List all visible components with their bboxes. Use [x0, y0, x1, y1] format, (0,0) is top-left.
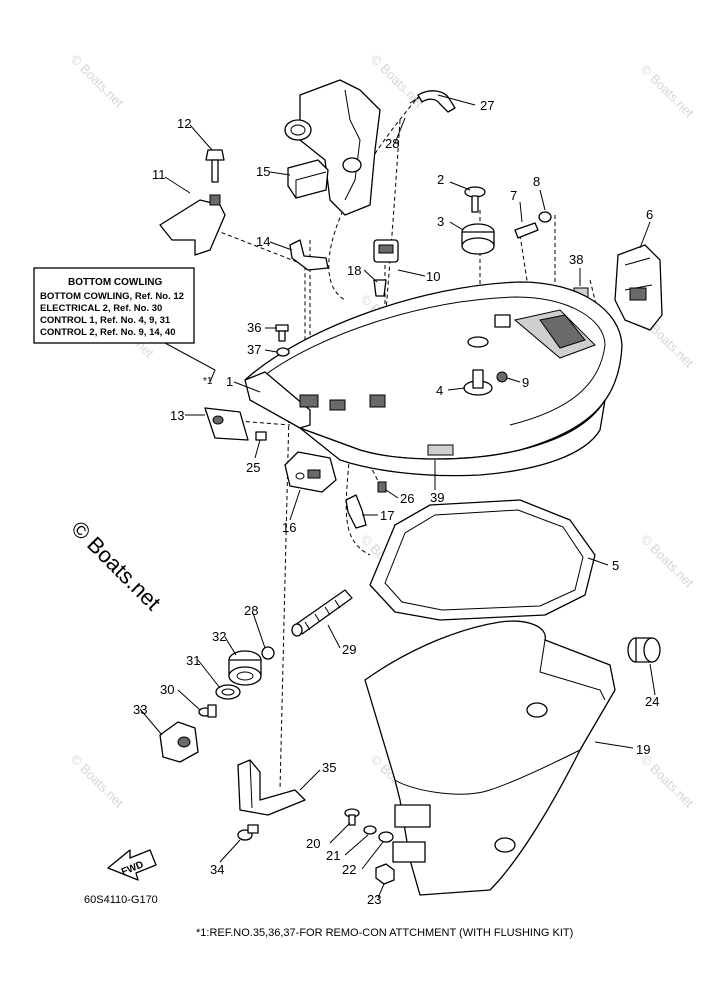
watermark-large: © Boats.net — [66, 516, 165, 615]
part-number: 8 — [533, 174, 540, 189]
part-32 — [228, 650, 262, 686]
part-number: 22 — [342, 862, 356, 877]
part-number: 34 — [210, 862, 224, 877]
part-number: 27 — [480, 98, 494, 113]
part-25 — [255, 431, 267, 441]
part-number: 33 — [133, 702, 147, 717]
part-number: 35 — [322, 760, 336, 775]
footnote: *1:REF.NO.35,36,37-FOR REMO-CON ATTCHMEN… — [196, 927, 573, 939]
diagram-code: 60S4110-G170 — [84, 894, 158, 906]
part-number: 2 — [437, 172, 444, 187]
watermark: © Boats.net — [638, 62, 697, 121]
part-number: 17 — [380, 508, 394, 523]
part-number: 16 — [282, 520, 296, 535]
part-5-gasket — [369, 499, 596, 621]
watermark: © Boats.net — [68, 52, 127, 111]
part-22 — [378, 831, 394, 843]
part-10-grommet — [373, 239, 399, 263]
part-number: 13 — [170, 408, 184, 423]
part-24 — [627, 637, 661, 663]
info-box-line: ELECTRICAL 2, Ref. No. 30 — [40, 303, 162, 314]
part-number: 24 — [645, 694, 659, 709]
part-29-cable — [291, 589, 353, 637]
part-number: 3 — [437, 214, 444, 229]
part-9 — [496, 371, 508, 383]
part-number: 18 — [347, 263, 361, 278]
part-number: 25 — [246, 460, 260, 475]
part-number: 7 — [510, 188, 517, 203]
parts-36-37 — [275, 324, 290, 357]
part-number: 20 — [306, 836, 320, 851]
part-number: 1 — [226, 374, 233, 389]
part-number: 14 — [256, 234, 270, 249]
part-number: 21 — [326, 848, 340, 863]
part-number-labels: 12 11 15 14 27 28 2 3 7 8 6 38 10 18 36 … — [133, 98, 659, 907]
part-28-clip — [261, 646, 275, 660]
part-number: 31 — [186, 653, 200, 668]
part-number: 6 — [646, 207, 653, 222]
part-number: 36 — [247, 320, 261, 335]
info-box-line: CONTROL 1, Ref. No. 4, 9, 31 — [40, 315, 171, 326]
part-23 — [375, 863, 395, 885]
part-number: 19 — [636, 742, 650, 757]
watermark: © Boats.net — [68, 752, 127, 811]
part-34 — [237, 824, 259, 841]
part-18 — [373, 279, 387, 297]
info-box-line: BOTTOM COWLING, Ref. No. 12 — [40, 291, 184, 302]
part-14-bracket — [289, 239, 329, 271]
part-35-bracket — [237, 759, 306, 816]
part-33 — [159, 721, 199, 763]
parts-2-3 — [461, 186, 495, 255]
leader-lines — [139, 94, 656, 899]
part-number: 38 — [569, 252, 583, 267]
part-26 — [377, 481, 387, 493]
part-12-bolt — [205, 149, 225, 183]
part-number: 28 — [385, 136, 399, 151]
parts-7-8 — [514, 211, 552, 239]
hose-27 — [409, 90, 456, 113]
info-box: BOTTOM COWLING BOTTOM COWLING, Ref. No. … — [33, 267, 216, 387]
part-number: 28 — [244, 603, 258, 618]
part-number: 5 — [612, 558, 619, 573]
info-box-line: CONTROL 2, Ref. No. 9, 14, 40 — [40, 327, 176, 338]
part-13 — [204, 407, 249, 441]
info-box-title: BOTTOM COWLING — [68, 277, 162, 288]
part-number: 15 — [256, 164, 270, 179]
engine-bracket — [284, 79, 381, 216]
part-16 — [284, 451, 337, 493]
part-number: 39 — [430, 490, 444, 505]
note-mark: *1 — [203, 376, 213, 387]
part-number: 32 — [212, 629, 226, 644]
part-number: 26 — [400, 491, 414, 506]
part-number: 29 — [342, 642, 356, 657]
part-number: 4 — [436, 383, 443, 398]
part-15-block — [287, 159, 329, 199]
part-number: 30 — [160, 682, 174, 697]
part-6 — [614, 244, 663, 331]
part-31 — [215, 684, 241, 700]
part-11-bracket — [159, 194, 226, 256]
part-number: 10 — [426, 269, 440, 284]
part-number: 37 — [247, 342, 261, 357]
bottom-cowling — [244, 281, 623, 477]
watermark: © Boats.net — [638, 532, 697, 591]
watermark: © Boats.net — [638, 752, 697, 811]
part-17 — [345, 494, 367, 529]
fwd-arrow: FWD — [107, 849, 157, 881]
watermark: © Boats.net — [368, 52, 427, 111]
part-20 — [344, 808, 360, 826]
part-number: 23 — [367, 892, 381, 907]
part-number: 12 — [177, 116, 191, 131]
part-21 — [363, 825, 377, 835]
part-number: 11 — [152, 167, 166, 182]
part-19-cover — [364, 620, 616, 896]
part-30 — [198, 704, 217, 718]
part-number: 9 — [522, 375, 529, 390]
